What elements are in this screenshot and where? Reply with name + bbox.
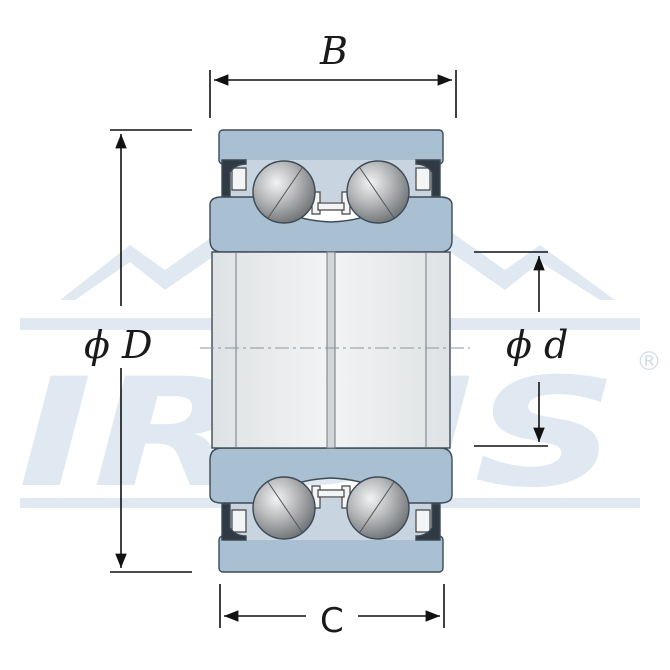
label-outer-diameter: ϕ D [84, 323, 152, 367]
seal-bottom-right [415, 503, 441, 541]
watermark-registered-mark: ® [636, 347, 662, 377]
ball-bottom-left [252, 476, 316, 540]
seal-top-right [415, 159, 441, 197]
seal-top-left [221, 159, 247, 197]
ball-top-right [346, 160, 410, 224]
label-width-C: C [320, 601, 344, 641]
label-width-B: B [319, 29, 348, 73]
ball-bottom-right [346, 476, 410, 540]
outer-ring-bottom [218, 535, 444, 573]
ball-top-left [252, 160, 316, 224]
outer-ring-top [218, 129, 444, 165]
dimension-lines [110, 70, 548, 628]
label-inner-diameter: ϕ d [506, 323, 568, 367]
watermark-roof-icon [60, 150, 615, 300]
bearing-section [209, 129, 453, 573]
seal-bottom-left [221, 503, 247, 541]
